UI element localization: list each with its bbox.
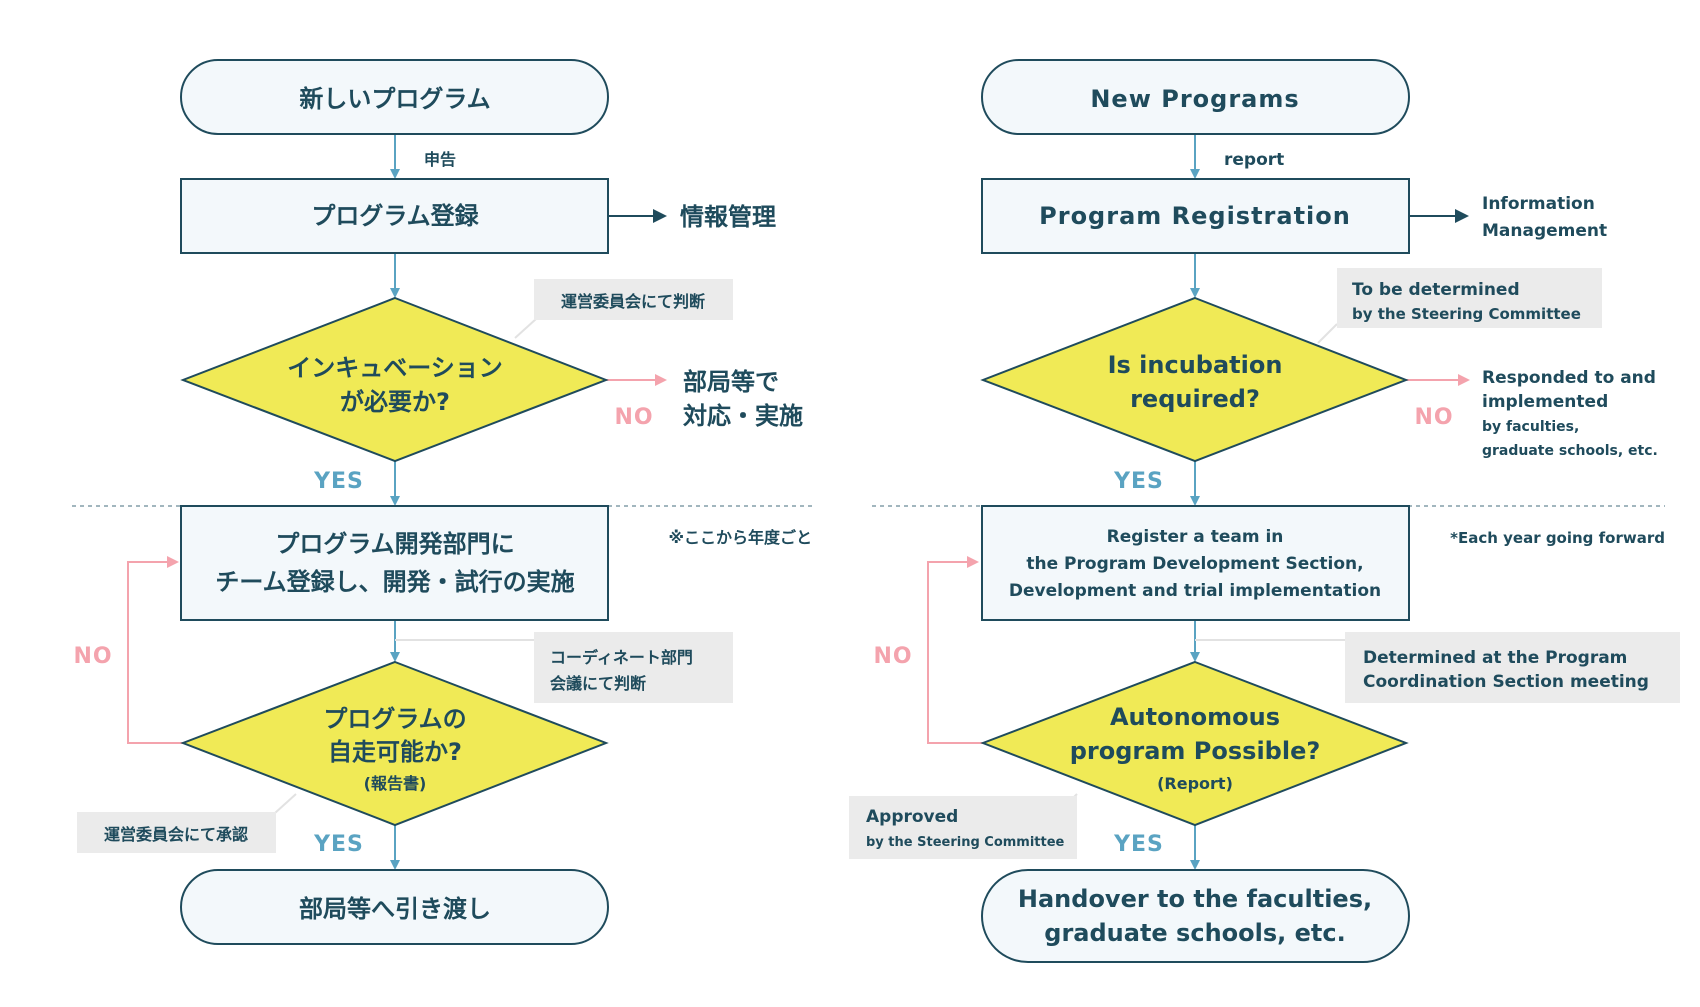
decision-autonomous-en xyxy=(980,660,1409,827)
decision1-line1-en: Is incubation xyxy=(1108,351,1283,379)
steering-note-ja: 運営委員会にて判断 xyxy=(561,292,705,311)
approval-note-box-en xyxy=(849,796,1077,859)
decision1-no-label-ja: NO xyxy=(614,405,653,430)
yearly-note-en: *Each year going forward xyxy=(1450,529,1665,547)
no-outcome-line2-ja: 対応・実施 xyxy=(683,402,803,430)
coordination-note-line2-ja: 会議にて判断 xyxy=(550,674,646,693)
no-outcome-sub1-en: by faculties, xyxy=(1482,419,1579,435)
arrow-decision2-no-loop-en xyxy=(927,556,983,744)
coordination-note-line2-en: Coordination Section meeting xyxy=(1363,672,1649,692)
start-label-en: New Programs xyxy=(1090,85,1299,113)
info-management-label-ja: 情報管理 xyxy=(680,203,776,231)
decision2-yes-label-ja: YES xyxy=(313,832,364,857)
coordination-note-box-ja xyxy=(534,632,733,703)
steering-note-line2-en: by the Steering Committee xyxy=(1352,305,1581,323)
decision2-sub-en: (Report) xyxy=(1157,774,1233,793)
decision1-no-label-en: NO xyxy=(1414,405,1453,430)
decision1-line2-en: required? xyxy=(1130,385,1260,413)
report-label-ja: 申告 xyxy=(424,150,456,169)
decision2-line2-en: program Possible? xyxy=(1070,737,1321,765)
team-register-line1-en: Register a team in xyxy=(1107,527,1284,547)
leader-steering-note-ja xyxy=(514,318,537,339)
decision2-yes-label-en: YES xyxy=(1113,832,1164,857)
team-register-line2-ja: チーム登録し、開発・試行の実施 xyxy=(215,568,574,596)
team-register-line3-en: Development and trial implementation xyxy=(1009,581,1381,601)
info-management-line2-en: Management xyxy=(1482,221,1607,241)
approval-note-box-ja xyxy=(77,812,276,853)
decision2-line1-ja: プログラムの xyxy=(323,705,466,733)
arrow-decision2-no-loop-ja xyxy=(127,556,183,744)
coordination-note-line1-en: Determined at the Program xyxy=(1363,648,1627,668)
registration-label-en: Program Registration xyxy=(1039,202,1351,230)
start-terminal-en xyxy=(981,59,1410,135)
decision2-sub-ja: (報告書) xyxy=(364,774,427,793)
yearly-note-ja: ※ここから年度ごと xyxy=(668,528,812,547)
registration-label-ja: プログラム登録 xyxy=(311,202,479,230)
approval-note-ja: 運営委員会にて承認 xyxy=(104,825,248,844)
handover-line1-en: Handover to the faculties, xyxy=(1018,885,1372,913)
no-outcome-line1-ja: 部局等で xyxy=(683,368,779,396)
flowchart-ja: 新しいプログラム 申告 プログラム登録 情報管理 運営委員会にて判断 インキュベ… xyxy=(73,59,812,945)
decision2-line2-ja: 自走可能か? xyxy=(328,738,462,766)
decision1-yes-label-ja: YES xyxy=(313,469,364,494)
decision2-no-label-ja: NO xyxy=(73,644,112,669)
handover-label-ja: 部局等へ引き渡し xyxy=(299,895,491,923)
decision-incubation-ja xyxy=(180,296,609,463)
decision1-line2-ja: が必要か? xyxy=(340,388,450,416)
flowchart-en: New Programs report Program Registration… xyxy=(849,59,1680,963)
info-management-line1-en: Information xyxy=(1482,194,1595,214)
handover-terminal-en xyxy=(981,869,1410,963)
no-outcome-line1-en: Responded to and xyxy=(1482,368,1656,388)
leader-steering-note-en xyxy=(1317,323,1338,344)
approval-note-line1-en: Approved xyxy=(866,807,958,827)
decision2-line1-en: Autonomous xyxy=(1110,703,1280,731)
handover-terminal-ja xyxy=(180,869,609,945)
registration-box-ja xyxy=(180,178,609,254)
team-register-line1-ja: プログラム開発部門に xyxy=(275,530,514,558)
team-register-line2-en: the Program Development Section, xyxy=(1026,554,1363,574)
steering-note-line1-en: To be determined xyxy=(1352,280,1520,300)
handover-line2-en: graduate schools, etc. xyxy=(1044,919,1345,947)
team-register-box-en xyxy=(981,505,1410,621)
team-register-box-ja xyxy=(180,505,609,621)
coordination-note-line1-ja: コーディネート部門 xyxy=(550,648,693,667)
steering-note-box-en xyxy=(1337,268,1602,328)
decision1-line1-ja: インキュベーション xyxy=(287,354,503,382)
start-label-ja: 新しいプログラム xyxy=(299,85,490,113)
leader-approval-note-ja xyxy=(274,793,297,814)
no-outcome-line2-en: implemented xyxy=(1482,392,1608,412)
no-outcome-sub2-en: graduate schools, etc. xyxy=(1482,443,1658,459)
coordination-note-box-en xyxy=(1345,632,1680,703)
report-label-en: report xyxy=(1224,150,1284,170)
decision-incubation-en xyxy=(980,296,1409,463)
start-terminal-ja xyxy=(180,59,609,135)
decision-autonomous-ja xyxy=(180,660,609,827)
registration-box-en xyxy=(981,178,1410,254)
decision2-no-label-en: NO xyxy=(873,644,912,669)
decision1-yes-label-en: YES xyxy=(1113,469,1164,494)
approval-note-line2-en: by the Steering Committee xyxy=(866,835,1065,850)
steering-note-box-ja xyxy=(534,279,733,320)
